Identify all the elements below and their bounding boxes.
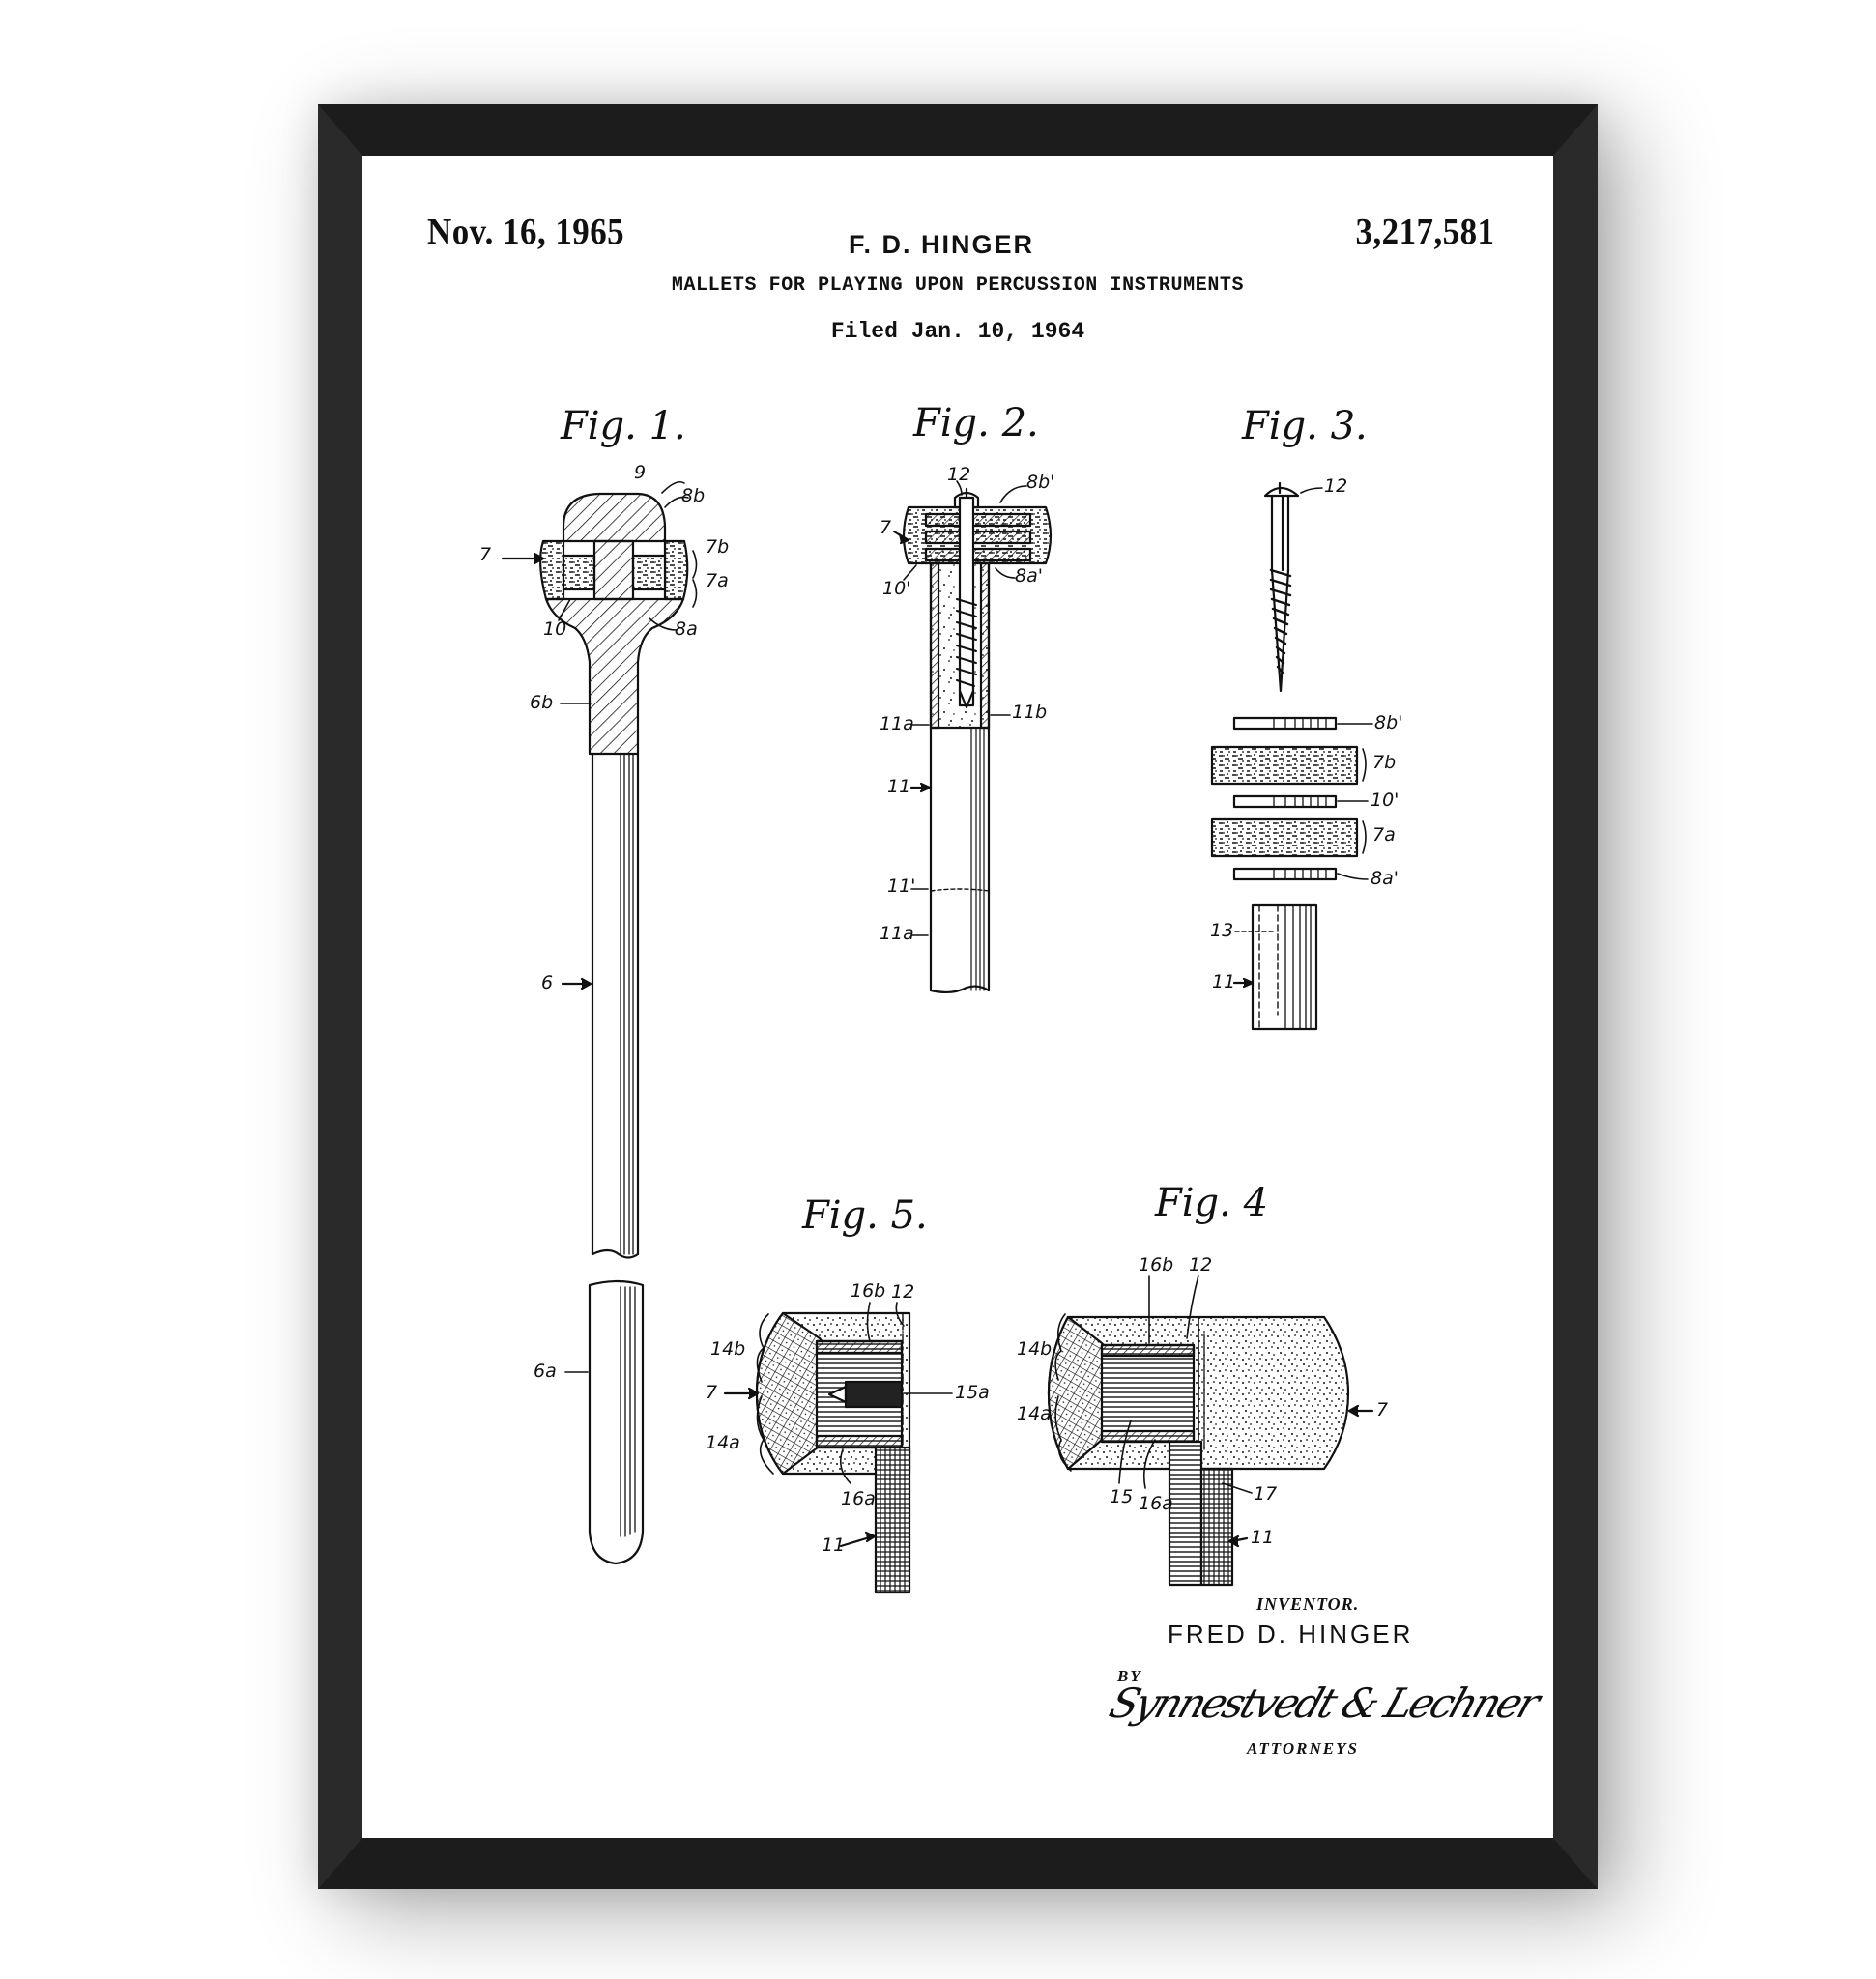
ref-6b: 6b [530, 692, 554, 713]
inventor-short-name: F. D. HINGER [849, 230, 1035, 259]
ref-11-prime: 11' [887, 875, 916, 897]
ref-15a: 15a [955, 1382, 990, 1403]
ref-11: 11 [822, 1534, 846, 1556]
ref-16b: 16b [851, 1280, 886, 1302]
ref-12: 12 [1189, 1254, 1213, 1276]
patent-title: MALLETS FOR PLAYING UPON PERCUSSION INST… [671, 274, 1245, 297]
ref-13: 13 [1210, 920, 1234, 941]
ref-14a: 14a [706, 1432, 740, 1453]
ref-7b: 7b [706, 536, 730, 558]
inventor-name: FRED D. HINGER [1168, 1620, 1414, 1649]
frame-bevel-top [318, 104, 1598, 156]
ref-10-prime: 10' [1371, 789, 1400, 811]
ref-7b: 7b [1372, 752, 1397, 773]
patent-sheet [362, 156, 1553, 1838]
ref-11: 11 [1212, 971, 1236, 992]
filed-date: Filed Jan. 10, 1964 [830, 319, 1085, 344]
fig5-label: Fig. 5. [802, 1193, 928, 1238]
fig3-label: Fig. 3. [1242, 404, 1368, 448]
ref-11a: 11a [880, 923, 914, 944]
ref-10: 10 [543, 618, 567, 640]
ref-8a-prime: 8a' [1371, 868, 1399, 889]
ref-16b: 16b [1139, 1254, 1174, 1276]
ref-17: 17 [1254, 1483, 1278, 1505]
ref-7: 7 [479, 544, 492, 565]
ref-7a: 7a [1372, 824, 1396, 846]
fig1-label: Fig. 1. [561, 404, 686, 448]
ref-7: 7 [1376, 1399, 1389, 1420]
fig4-label: Fig. 4 [1155, 1181, 1269, 1225]
ref-15: 15 [1110, 1486, 1134, 1507]
ref-11b: 11b [1012, 702, 1048, 723]
ref-8b: 8b [681, 485, 706, 506]
patent-date: Nov. 16, 1965 [427, 212, 625, 252]
ref-12: 12 [1324, 475, 1348, 497]
ref-12: 12 [947, 464, 971, 485]
ref-14b: 14b [710, 1338, 746, 1360]
ref-12: 12 [891, 1281, 915, 1303]
ref-6: 6 [541, 972, 554, 993]
ref-8b-prime: 8b' [1026, 472, 1055, 493]
ref-7: 7 [880, 517, 892, 538]
ref-7a: 7a [706, 570, 729, 591]
attorney-signature: Synnestvedt & Lechner [1104, 1679, 1544, 1727]
ref-8a: 8a [675, 618, 698, 640]
ref-16a: 16a [1139, 1493, 1173, 1514]
ref-8b-prime: 8b' [1374, 712, 1403, 733]
ref-14b: 14b [1017, 1338, 1053, 1360]
ref-8a-prime: 8a' [1015, 565, 1043, 587]
by-label: BY [1117, 1667, 1142, 1685]
ref-11a: 11a [880, 713, 914, 734]
frame-bevel-bottom [318, 1838, 1598, 1889]
ref-14a: 14a [1017, 1403, 1052, 1424]
attorneys-label: ATTORNEYS [1247, 1739, 1359, 1758]
ref-16a: 16a [841, 1488, 876, 1509]
fig2-label: Fig. 2. [913, 401, 1039, 445]
ref-9: 9 [634, 462, 647, 483]
ref-11: 11 [887, 776, 911, 797]
inventor-heading: INVENTOR. [1256, 1594, 1360, 1614]
ref-10-prime: 10' [882, 578, 911, 599]
patent-number: 3,217,581 [1355, 212, 1494, 252]
ref-11: 11 [1251, 1527, 1275, 1548]
ref-7: 7 [706, 1382, 718, 1403]
ref-6a: 6a [534, 1361, 557, 1382]
